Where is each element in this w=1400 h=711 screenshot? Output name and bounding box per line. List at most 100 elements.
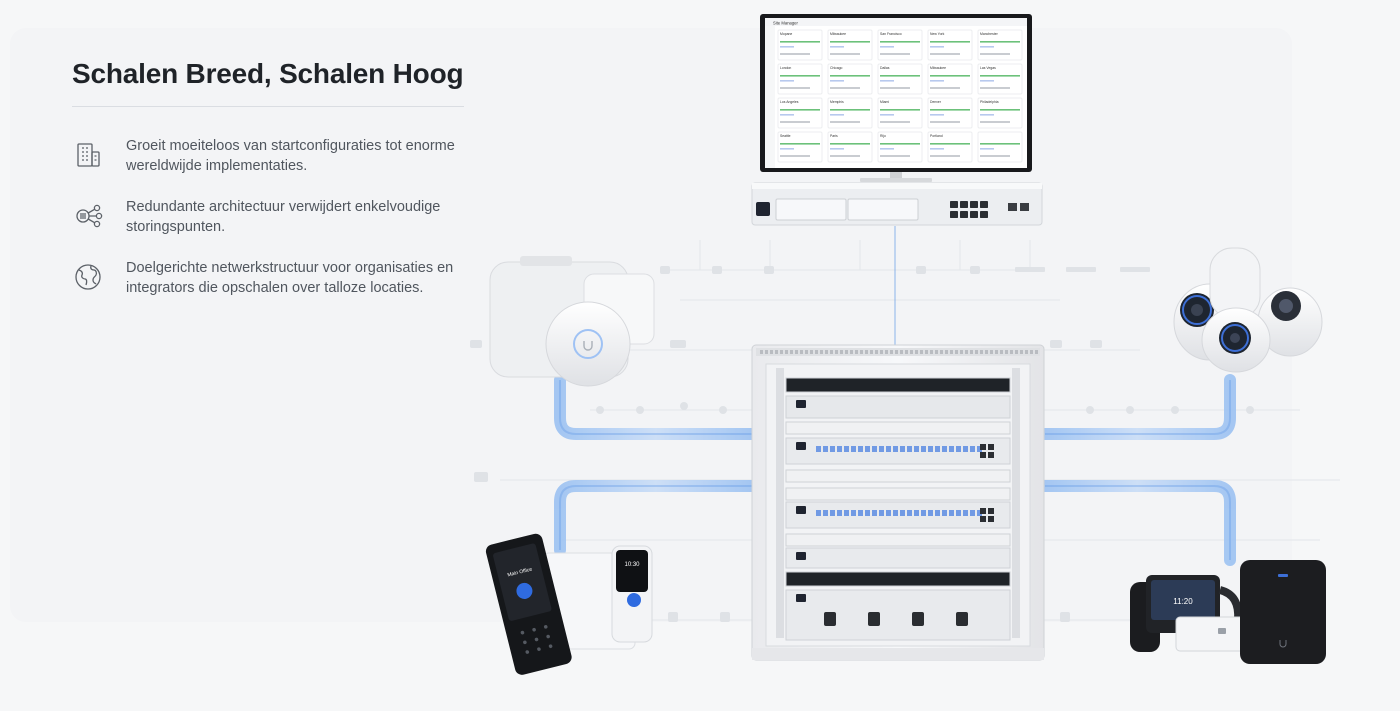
rack-unit	[785, 469, 1011, 483]
site-health-bar	[980, 109, 1020, 111]
vent-slot	[920, 350, 923, 354]
uplink-port	[988, 452, 994, 458]
site-name: Manchester	[980, 32, 999, 36]
glowing-port	[935, 446, 940, 452]
ethernet-port	[950, 201, 958, 208]
vent-slot	[835, 350, 838, 354]
feature-text-scale: Groeit moeiteloos van startconfiguraties…	[126, 138, 455, 174]
site-tile	[927, 63, 973, 95]
glowing-port	[823, 510, 828, 516]
ethernet-port	[960, 211, 968, 218]
site-stat-bar	[980, 114, 994, 116]
site-tile	[977, 131, 1023, 163]
vent-slot	[785, 350, 788, 354]
site-name: Milwaukee	[930, 66, 946, 70]
site-name: Portland	[930, 134, 943, 138]
ethernet-port	[980, 211, 988, 218]
vent-slot	[830, 350, 833, 354]
site-stat-bar	[980, 80, 994, 82]
rack-unit	[785, 377, 1011, 393]
ev-charger-display: 11:20	[1173, 597, 1193, 606]
power-outlet	[912, 612, 924, 626]
site-stat-bar	[980, 46, 994, 48]
glowing-port	[970, 510, 975, 516]
glowing-port	[830, 446, 835, 452]
vent-slot	[975, 350, 978, 354]
cable-glow	[559, 226, 1231, 560]
topology-nodes	[470, 266, 1254, 622]
site-health-bar	[930, 41, 970, 43]
glowing-port	[900, 446, 905, 452]
glowing-port	[949, 446, 954, 452]
vent-slot	[940, 350, 943, 354]
site-tile	[877, 131, 923, 163]
section-title: Schalen Breed, Schalen Hoog	[72, 58, 464, 89]
site-stat-bar	[780, 80, 794, 82]
unit-logo	[796, 506, 806, 514]
vent-slot	[800, 350, 803, 354]
site-health-bar	[980, 75, 1020, 77]
building-icon	[77, 143, 100, 167]
cloud-gateway-device	[751, 182, 1043, 226]
site-name: New York	[930, 32, 945, 36]
vent-slot	[1010, 350, 1013, 354]
vent-slot	[1015, 350, 1018, 354]
glowing-port	[872, 510, 877, 516]
feature-item-scale: Groeit moeiteloos van startconfiguraties…	[72, 137, 464, 176]
vent-slot	[760, 350, 763, 354]
site-name: Miami	[880, 100, 889, 104]
site-stat-bar	[830, 46, 844, 48]
vent-slot	[1035, 350, 1038, 354]
glowing-port	[858, 446, 863, 452]
site-stat-bar	[830, 80, 844, 82]
site-health-bar	[880, 143, 920, 145]
site-tile	[827, 131, 873, 163]
cameras	[1173, 247, 1323, 373]
feature-item-structure: Doelgerichte netwerkstructuur voor organ…	[72, 259, 464, 298]
door-access-devices: 10:30 Main Office	[485, 533, 653, 675]
vent-slot	[845, 350, 848, 354]
vent-slot	[775, 350, 778, 354]
vent-slot	[1025, 350, 1028, 354]
site-name: Mopane	[780, 32, 792, 36]
site-tile	[977, 63, 1023, 95]
site-health-bar	[930, 75, 970, 77]
vent-slot	[770, 350, 773, 354]
glowing-port	[893, 510, 898, 516]
glowing-port	[851, 510, 856, 516]
vent-slot	[890, 350, 893, 354]
glowing-port	[942, 446, 947, 452]
vent-slot	[900, 350, 903, 354]
site-tile	[877, 29, 923, 61]
site-tile	[877, 63, 923, 95]
site-health-bar	[830, 75, 870, 77]
glowing-port	[970, 446, 975, 452]
glowing-port	[935, 510, 940, 516]
vent-slot	[880, 350, 883, 354]
uplink-port	[980, 452, 986, 458]
site-stat-bar	[830, 148, 844, 150]
glowing-port	[977, 510, 982, 516]
vent-slot	[870, 350, 873, 354]
vent-slot	[960, 350, 963, 354]
glowing-port	[816, 446, 821, 452]
site-device-row	[980, 87, 1010, 89]
site-health-bar	[930, 109, 970, 111]
site-stat-bar	[930, 148, 944, 150]
ethernet-port	[970, 211, 978, 218]
title-divider	[72, 106, 464, 107]
feature-copy: Schalen Breed, Schalen Hoog Groeit moeit…	[72, 56, 464, 320]
monitor-title: Site Manager	[773, 21, 799, 26]
vent-slot	[875, 350, 878, 354]
uplink-port	[980, 516, 986, 522]
site-stat-bar	[930, 80, 944, 82]
site-health-bar	[780, 109, 820, 111]
site-name: Paris	[830, 134, 838, 138]
glowing-port	[830, 510, 835, 516]
vent-slot	[895, 350, 898, 354]
network-redundancy-icon	[76, 204, 103, 228]
glowing-port	[886, 510, 891, 516]
site-device-row	[830, 121, 860, 123]
